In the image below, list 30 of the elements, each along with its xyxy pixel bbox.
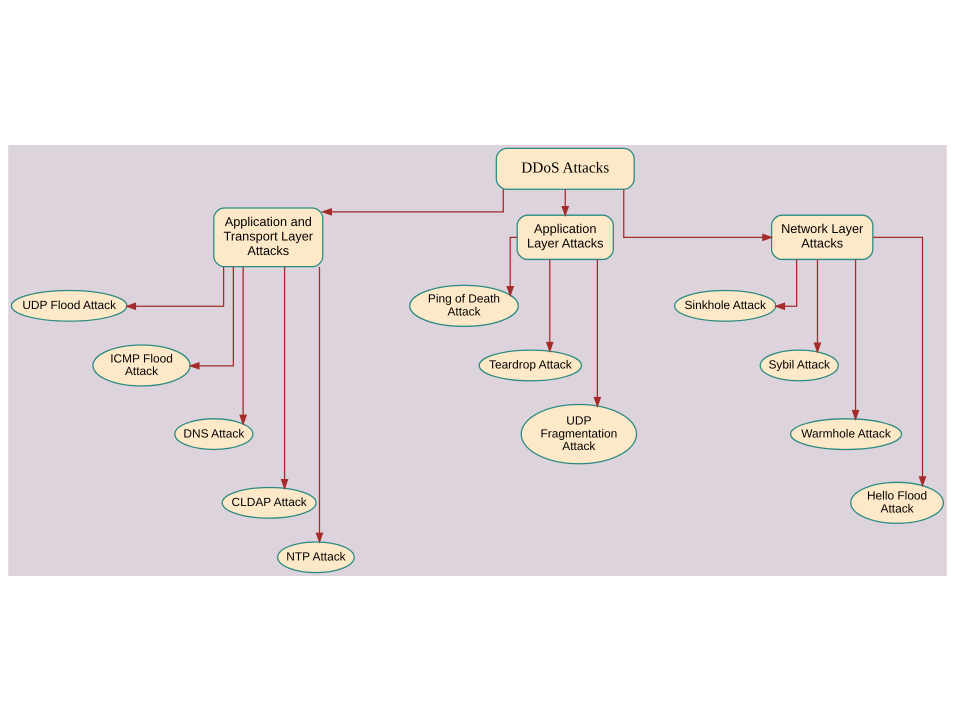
arrow [506, 236, 517, 298]
arrow [280, 266, 288, 490]
node-ellipse: ICMP Flood Attack [92, 344, 191, 387]
arrow [124, 266, 224, 310]
arrow [188, 266, 234, 370]
arrow [852, 260, 860, 421]
node-ellipse: DNS Attack [174, 418, 254, 450]
node-box: Network Layer Attacks [770, 214, 874, 260]
node-ellipse: Sinkhole Attack [674, 290, 776, 322]
node-ellipse: CLDAP Attack [222, 486, 317, 519]
arrow [316, 266, 324, 544]
arrow [623, 189, 774, 242]
node-ellipse: UDP Fragmentation Attack [520, 404, 638, 464]
arrow [814, 260, 822, 354]
node-box: Application Layer Attacks [516, 214, 614, 260]
arrow [239, 266, 248, 426]
node-ellipse: Warmhole Attack [790, 418, 902, 450]
node-box: DDoS Attacks [496, 148, 635, 190]
arrow [320, 189, 504, 216]
node-ellipse: NTP Attack [277, 541, 355, 574]
node-ellipse: Hello Flood Attack [850, 482, 944, 524]
arrow [546, 260, 554, 353]
node-ellipse: UDP Flood Attack [10, 290, 128, 322]
node-ellipse: Sybil Attack [760, 350, 839, 382]
arrow [774, 260, 798, 310]
node-ellipse: Teardrop Attack [478, 350, 582, 382]
arrow [872, 236, 926, 488]
arrow [561, 189, 570, 218]
node-box: Application and Transport Layer Attacks [213, 207, 324, 268]
arrow [594, 260, 602, 408]
